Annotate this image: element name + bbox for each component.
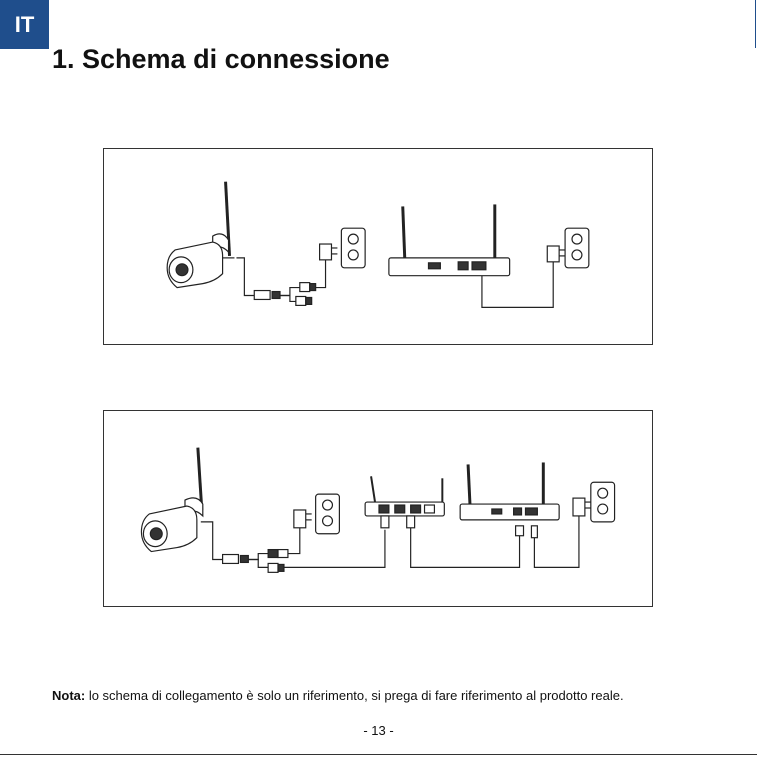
router-icon <box>365 476 444 516</box>
wall-outlet-icon <box>316 494 340 534</box>
note-label: Nota: <box>52 688 85 703</box>
power-adapter-icon <box>320 244 338 260</box>
connection-diagram-router-illustration <box>104 411 652 606</box>
language-code: IT <box>15 12 35 38</box>
connection-diagram-direct-illustration <box>104 149 652 344</box>
nvr-recorder-icon <box>389 204 510 275</box>
connection-diagram-router <box>103 410 653 607</box>
language-badge: IT <box>0 0 49 49</box>
wall-outlet-icon <box>341 228 365 268</box>
note-text: lo schema di collegamento è solo un rife… <box>85 688 623 703</box>
camera-icon <box>167 182 234 288</box>
power-adapter-icon <box>547 246 565 262</box>
camera-icon <box>141 448 202 552</box>
footer-rule <box>0 754 757 755</box>
note-paragraph: Nota: lo schema di collegamento è solo u… <box>52 688 624 703</box>
wall-outlet-icon <box>591 482 615 522</box>
nvr-recorder-icon <box>460 462 559 519</box>
page-title: 1. Schema di connessione <box>52 44 390 75</box>
wall-outlet-icon <box>565 228 589 268</box>
header-rule <box>755 0 756 48</box>
power-adapter-icon <box>294 510 312 528</box>
power-adapter-icon <box>573 498 591 516</box>
connection-diagram-direct <box>103 148 653 345</box>
page-number: - 13 - <box>0 723 757 738</box>
